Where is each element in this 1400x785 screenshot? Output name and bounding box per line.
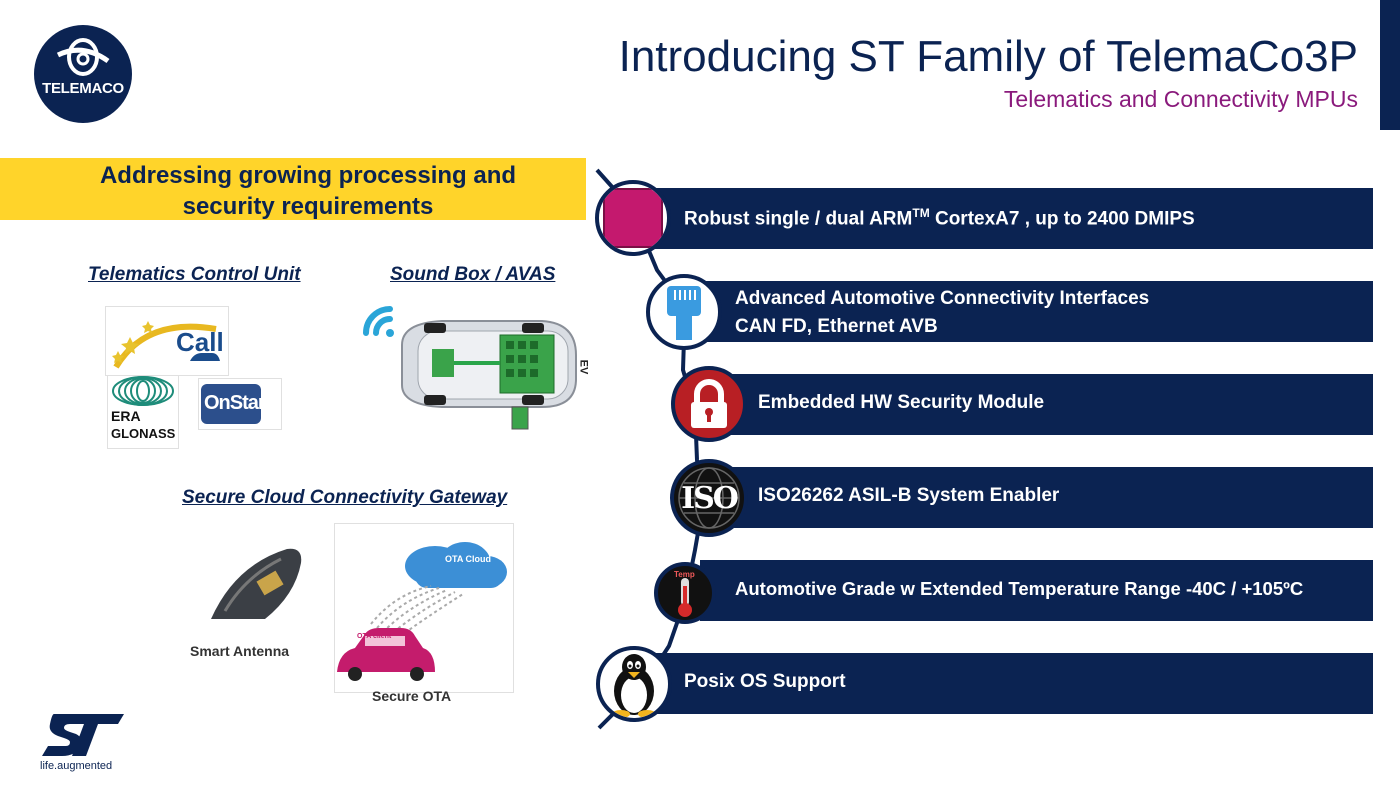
feature-3-text: Embedded HW Security Module xyxy=(758,392,1045,413)
feature-6-text: Posix OS Support xyxy=(684,671,846,692)
ev-car-image: EV xyxy=(362,295,592,435)
feature-bar-6: Posix OS Support xyxy=(640,653,1373,714)
ethernet-plug-icon xyxy=(646,274,722,350)
ota-cloud-text: OTA Cloud xyxy=(445,554,491,564)
padlock-shape xyxy=(691,379,727,428)
feature-2-text: Advanced Automotive Connectivity Interfa… xyxy=(735,285,1149,341)
padlock-icon xyxy=(671,366,747,442)
thermometer-shape xyxy=(678,578,692,617)
iso-globe-icon: ISO xyxy=(670,459,748,537)
tcu-label: Telematics Control Unit xyxy=(88,264,301,285)
feature-1-sup: TM xyxy=(912,206,930,220)
headline-banner: Addressing growing processing and securi… xyxy=(0,158,586,220)
feature-bar-5: Automotive Grade w Extended Temperature … xyxy=(700,560,1373,621)
secure-ota-image: OTA Cloud OTA client xyxy=(334,523,514,693)
st-logo-icon xyxy=(42,714,124,756)
edge-accent xyxy=(1380,0,1400,130)
feature-bar-2: Advanced Automotive Connectivity Interfa… xyxy=(700,281,1373,342)
ev-car-icon xyxy=(363,306,577,430)
globe-lines xyxy=(678,467,740,529)
wireless-icon xyxy=(363,306,393,336)
thermometer-icon: Temp xyxy=(654,562,716,624)
feature-1-part-b: CortexA7 , up to 2400 DMIPS xyxy=(929,208,1195,230)
feature-2-line-2: CAN FD, Ethernet AVB xyxy=(735,316,938,337)
banner-line-1: Addressing growing processing and xyxy=(99,162,517,189)
iso-text: ISO xyxy=(681,480,739,516)
feature-5-text: Automotive Grade w Extended Temperature … xyxy=(735,578,1304,599)
banner-line-2: security requirements xyxy=(182,193,434,220)
feature-4-text: ISO26262 ASIL-B System Enabler xyxy=(758,485,1060,506)
onstar-text: OnStar xyxy=(204,392,266,414)
feature-1-part-a: Robust single / dual ARM xyxy=(684,208,913,230)
page-title: Introducing ST Family of TelemaCo3P xyxy=(618,32,1358,81)
ethernet-plug-shape xyxy=(667,286,701,340)
feature-bar-1: Robust single / dual ARMTM CortexA7 , up… xyxy=(640,188,1373,249)
feature-bar-4: ISO26262 ASIL-B System Enabler xyxy=(720,467,1373,528)
feature-bar-3: Embedded HW Security Module xyxy=(720,374,1373,435)
telemaco-logo: TELEMACO xyxy=(34,25,132,123)
temp-text: Temp xyxy=(674,570,695,579)
linux-penguin-icon xyxy=(596,646,672,722)
chip-icon xyxy=(595,180,671,256)
ecall-image: Call xyxy=(105,306,229,376)
onstar-badge xyxy=(201,384,261,424)
feature-1-text: Robust single / dual ARMTM CortexA7 , up… xyxy=(684,206,1195,230)
ota-client-text: OTA client xyxy=(357,633,392,640)
page-subtitle: Telematics and Connectivity MPUs xyxy=(1003,86,1358,112)
glonass-text: GLONASS xyxy=(111,426,176,441)
smart-antenna-caption: Smart Antenna xyxy=(190,643,290,659)
smart-antenna-image xyxy=(205,545,307,627)
secure-ota-caption: Secure OTA xyxy=(372,688,452,704)
logo-text: TELEMACO xyxy=(42,80,124,97)
era-text: ERA xyxy=(111,408,141,424)
cloud-gateway-label: Secure Cloud Connectivity Gateway xyxy=(182,487,508,508)
feature-2-line-1: Advanced Automotive Connectivity Interfa… xyxy=(735,288,1150,309)
sound-box-label: Sound Box / AVAS xyxy=(390,264,556,285)
shark-fin-antenna-icon xyxy=(211,548,302,619)
penguin-shape xyxy=(612,654,656,717)
banner-text: Addressing growing processing and securi… xyxy=(0,160,616,222)
telemaco-swirl-icon xyxy=(56,38,110,76)
ota-cloud-icon xyxy=(337,542,507,681)
chip-square xyxy=(603,188,663,248)
era-glonass-image: ERA GLONASS xyxy=(107,375,179,449)
st-tagline: life.augmented xyxy=(40,760,113,772)
ecall-text: Call xyxy=(176,327,224,357)
era-wave-icon xyxy=(111,376,175,406)
st-logo xyxy=(40,712,126,763)
ecall-swoosh-icon xyxy=(112,321,220,369)
onstar-image: OnStar xyxy=(198,378,282,430)
